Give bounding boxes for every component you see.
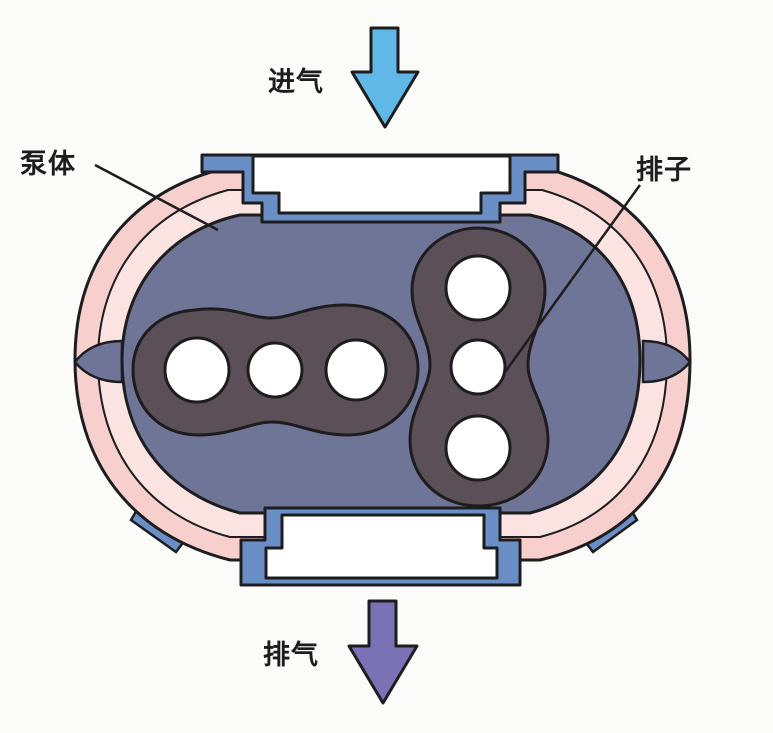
right-notch: [641, 339, 692, 384]
pump-body-leader: [94, 163, 219, 232]
rotor-hole: [246, 341, 304, 399]
pump-body-label: 泵体: [20, 149, 76, 180]
rotor-hole: [324, 338, 388, 402]
inlet-port: [251, 154, 512, 215]
outlet-label: 排气: [263, 640, 319, 671]
rotor-hole: [449, 338, 507, 396]
inlet-arrow-icon: [350, 26, 420, 129]
outlet-port: [264, 513, 499, 580]
inlet-label: 进气: [268, 67, 324, 98]
rotor-label: 排子: [636, 155, 692, 186]
outlet-arrow-icon: [347, 599, 419, 705]
rotor-hole: [444, 414, 512, 482]
rotor-hole: [163, 336, 231, 404]
rotor-leader: [503, 184, 642, 373]
rotor-hole: [444, 254, 512, 322]
